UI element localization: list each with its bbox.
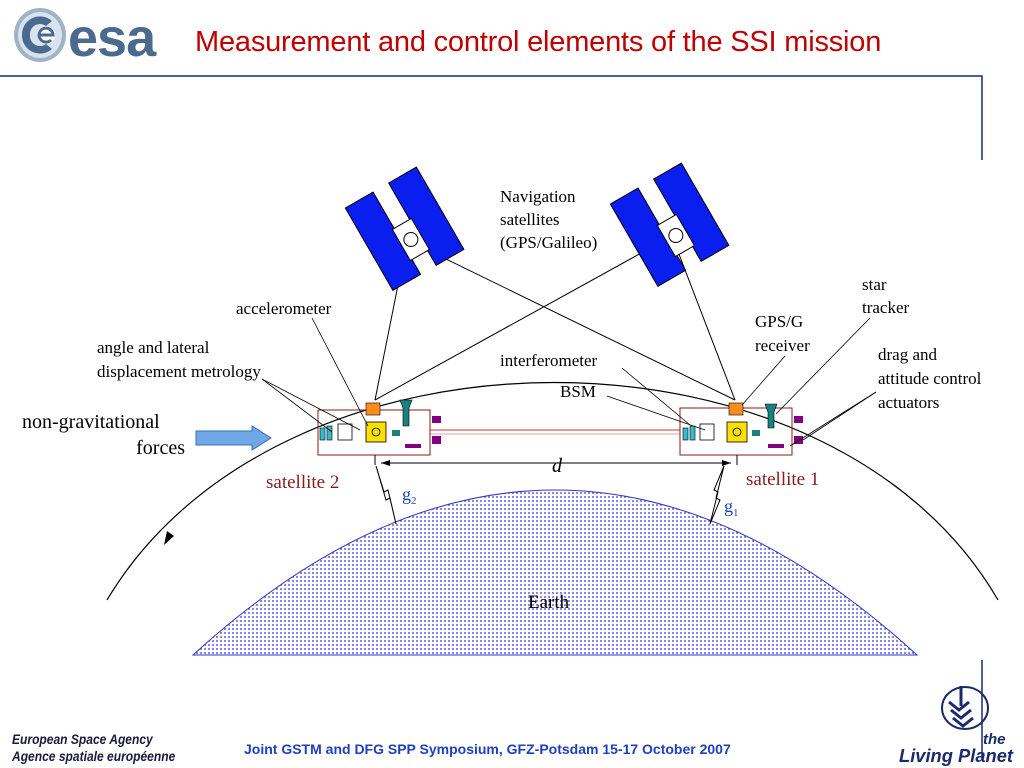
earth-surface xyxy=(191,489,919,656)
page-title: Measurement and control elements of the … xyxy=(195,26,882,58)
gravity-arrow-1 xyxy=(709,465,725,525)
satellite-2-label: satellite 2 xyxy=(266,472,339,493)
accelerometer-label: accelerometer xyxy=(236,299,332,318)
conference-footer: Joint GSTM and DFG SPP Symposium, GFZ-Po… xyxy=(244,741,731,757)
orbit-direction-arrow xyxy=(164,531,174,545)
earth-label: Earth xyxy=(528,592,570,613)
star-tracker-line1: star xyxy=(862,275,887,294)
non-grav-label-line1: non-gravitational xyxy=(22,411,160,433)
esa-logo: esa xyxy=(14,8,158,66)
esa-globe-icon xyxy=(14,8,66,62)
orbit-arc xyxy=(106,382,999,601)
header: esa Measurement and control elements of … xyxy=(0,0,1024,80)
drag-control-line3: actuators xyxy=(878,393,939,412)
drag-control-line2: attitude control xyxy=(878,369,982,388)
navigation-links xyxy=(374,235,736,401)
living-planet-the: the xyxy=(983,731,1006,748)
living-planet-text: Living Planet xyxy=(899,746,1014,766)
distance-label: d xyxy=(552,455,563,477)
nav-label-line1: Navigation xyxy=(500,187,576,206)
angle-metrology-line2: displacement metrology xyxy=(97,362,261,381)
nav-label-line2: satellites xyxy=(500,210,559,229)
gps-receiver-line2: receiver xyxy=(755,336,810,355)
satellite-1-label: satellite 1 xyxy=(746,469,819,490)
agency-name: European Space Agency Agence spatiale eu… xyxy=(12,731,175,765)
agency-name-fr: Agence spatiale européenne xyxy=(12,748,176,764)
nav-label-line3: (GPS/Galileo) xyxy=(500,233,597,252)
satellite-2 xyxy=(317,399,441,465)
non-grav-force-arrow xyxy=(195,425,272,451)
star-tracker-line2: tracker xyxy=(862,298,910,317)
ssi-mission-diagram: Navigation satellites (GPS/Galileo) xyxy=(22,162,999,656)
g2-label: g2 xyxy=(402,484,417,507)
satellite-1 xyxy=(679,402,803,465)
living-planet-logo: the Living Planet xyxy=(899,686,1014,766)
gps-receiver-line1: GPS/G xyxy=(755,312,803,331)
interferometer-label: interferometer xyxy=(500,351,598,370)
drag-control-line1: drag and xyxy=(878,345,938,364)
agency-name-en: European Space Agency xyxy=(12,731,153,747)
navigation-satellite-right xyxy=(609,162,730,287)
gravity-arrow-2 xyxy=(375,465,397,525)
living-planet-icon xyxy=(941,686,989,730)
non-grav-label-line2: forces xyxy=(136,437,185,459)
esa-logo-text: esa xyxy=(68,8,157,66)
angle-metrology-line1: angle and lateral xyxy=(97,338,210,357)
bsm-label: BSM xyxy=(560,382,596,401)
navigation-satellite-left xyxy=(344,166,465,291)
g1-label: g1 xyxy=(724,496,739,519)
